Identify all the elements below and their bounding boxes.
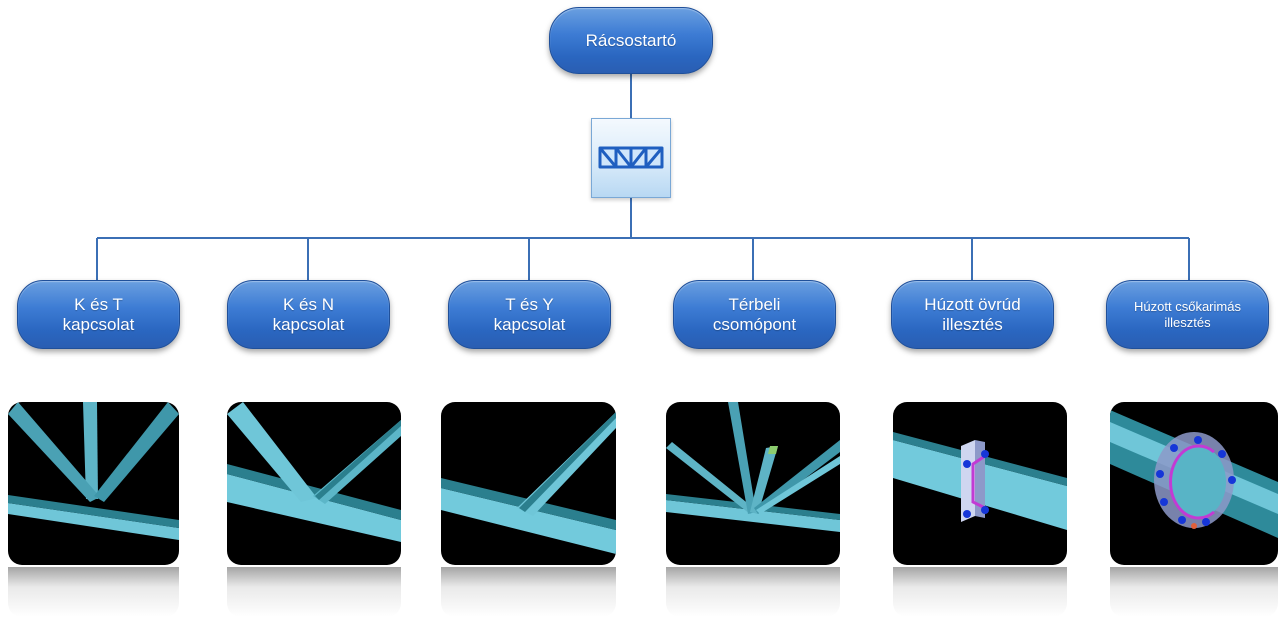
- tension-chord-splice-image: [893, 402, 1067, 565]
- child-label: Térbeli csomópont: [712, 294, 797, 334]
- child-label: K és N kapcsolat: [272, 294, 345, 334]
- tension-chord-splice-reflection: [893, 567, 1067, 617]
- child-node-tension-chord[interactable]: Húzott övrúd illesztés: [891, 280, 1054, 349]
- flanged-tube-splice-image: [1110, 402, 1278, 565]
- t-y-joint-image: [441, 402, 616, 565]
- child-label: K és T kapcsolat: [62, 294, 135, 334]
- child-node-t-y[interactable]: T és Y kapcsolat: [448, 280, 611, 349]
- flanged-tube-splice-reflection: [1110, 567, 1278, 617]
- child-node-spatial[interactable]: Térbeli csomópont: [673, 280, 836, 349]
- truss-icon: [598, 146, 664, 169]
- k-n-joint-reflection: [227, 567, 401, 617]
- child-node-k-t[interactable]: K és T kapcsolat: [17, 280, 180, 349]
- k-t-joint-image: [8, 402, 179, 565]
- k-t-joint-reflection: [8, 567, 179, 617]
- spatial-joint-image: [666, 402, 840, 565]
- t-y-joint-reflection: [441, 567, 616, 617]
- child-label: Húzott csőkarimás illesztés: [1134, 298, 1241, 330]
- child-label: Húzott övrúd illesztés: [924, 294, 1021, 334]
- k-n-joint-image: [227, 402, 401, 565]
- spatial-joint-reflection: [666, 567, 840, 617]
- truss-icon-box: [591, 118, 671, 198]
- child-node-flanged-tube[interactable]: Húzott csőkarimás illesztés: [1106, 280, 1269, 349]
- root-node[interactable]: Rácsostartó: [549, 7, 713, 74]
- child-label: T és Y kapcsolat: [493, 294, 566, 334]
- root-label: Rácsostartó: [585, 30, 677, 50]
- child-node-k-n[interactable]: K és N kapcsolat: [227, 280, 390, 349]
